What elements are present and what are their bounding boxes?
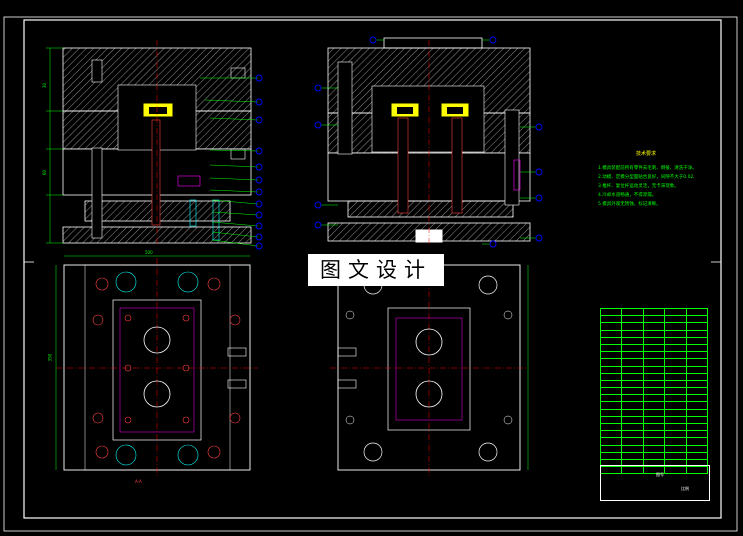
technical-requirements: 技术要求 1.模具装配前所有零件去毛刺、倒棱、清洗干净。 2.动模、定模分型面贴… — [598, 150, 694, 209]
tech-requirement-item: 4.冷却水道畅通，不得渗漏。 — [598, 193, 657, 198]
left-callouts — [200, 74, 263, 250]
left-section-view — [46, 40, 252, 245]
parts-list-table — [599, 307, 709, 475]
title-block-label-2: 比例 — [681, 486, 689, 491]
tech-requirement-item: 3.推杆、复位杆运动灵活，无卡滞现象。 — [598, 184, 679, 189]
tech-requirement-item: 5.模具外观无锈蚀，标记清晰。 — [598, 202, 661, 207]
outer-frame — [3, 16, 738, 532]
section-note: A-A — [135, 479, 142, 484]
title-block-label-1: 图号 — [656, 472, 664, 477]
right-plan-view — [330, 258, 529, 478]
watermark: 图文设计 — [308, 254, 444, 286]
right-section-view — [327, 37, 531, 245]
inner-frame — [23, 19, 722, 519]
right-callouts — [314, 36, 543, 248]
plan-height-dimension: 350 — [47, 353, 53, 362]
left-plan-view — [55, 255, 258, 478]
title-block: 图号 比例 — [600, 465, 710, 501]
stack-dimension-2: 60 — [42, 169, 48, 176]
tech-requirements-title: 技术要求 — [635, 151, 656, 157]
tech-requirement-item: 1.模具装配前所有零件去毛刺、倒棱、清洗干净。 — [598, 166, 694, 171]
stack-dimension-1: 30 — [42, 82, 48, 89]
tech-requirement-item: 2.动模、定模分型面贴合良好，间隙不大于0.02。 — [598, 175, 694, 180]
plan-width-dimension: 500 — [145, 250, 153, 255]
